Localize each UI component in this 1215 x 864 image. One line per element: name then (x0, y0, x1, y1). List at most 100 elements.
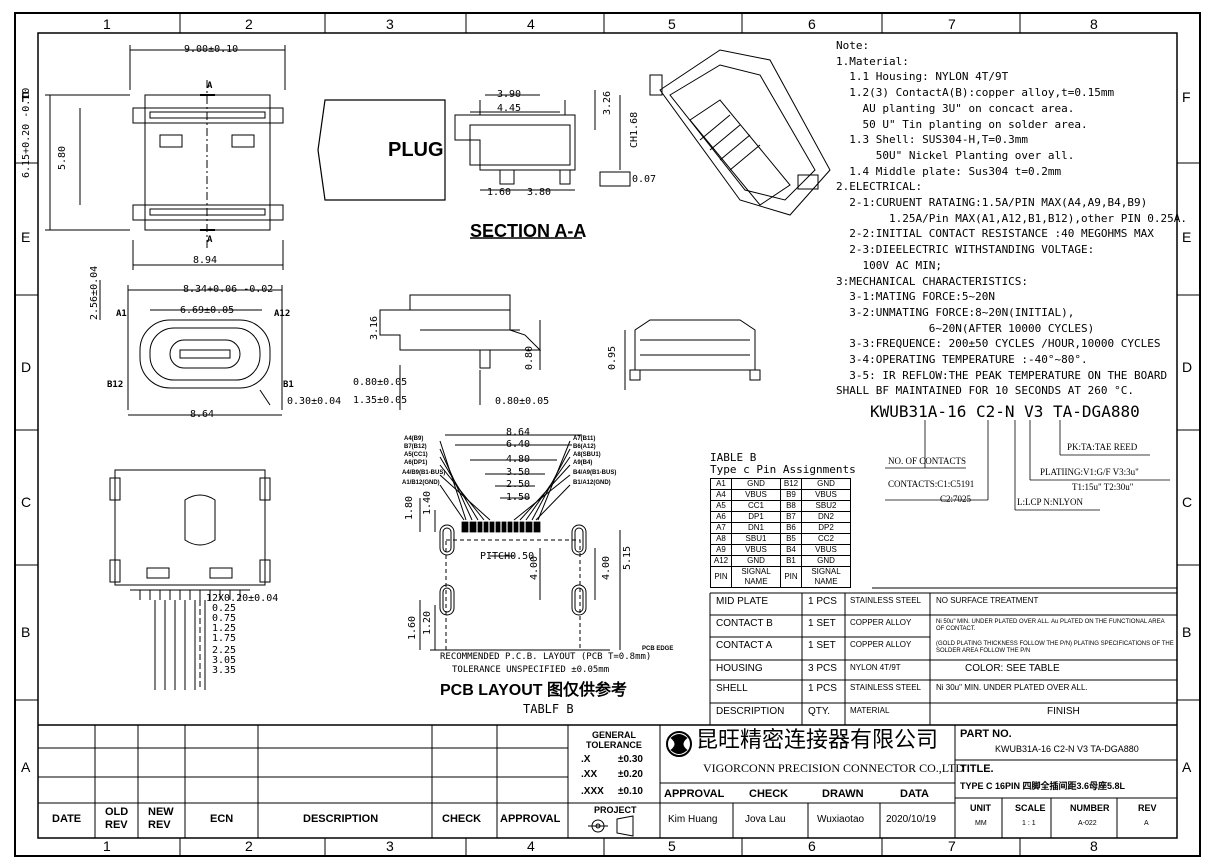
zone-col-3: 3 (386, 16, 394, 32)
pcb-dim-640: 6.40 (506, 439, 531, 450)
section-mark-a-top: A (207, 81, 213, 91)
bom-cell: 1 SET (808, 640, 836, 651)
dim-section-445: 4.45 (497, 103, 522, 114)
pin-table-cell: VBUS (801, 489, 851, 501)
pin-table-cell: CC2 (801, 533, 851, 545)
pin-table-cell: A9 (710, 544, 732, 556)
approval-label: APPROVAL (664, 788, 725, 800)
pcb-right-label-1: A7(B11) (573, 436, 596, 442)
pin-table-cell: SIGNAL NAME (731, 566, 781, 588)
part-code-lcp: L:LCP N:NLYON (1017, 497, 1084, 507)
pcb-tablf: TABLF B (523, 702, 574, 716)
dim-side-080v: 0.80 (524, 345, 535, 370)
dim-bottom-025: 0.25 (212, 603, 237, 614)
dim-section-326: 3.26 (602, 90, 613, 115)
pin-table-cell: GND (731, 478, 781, 490)
rev-header-date: DATE (52, 813, 82, 825)
pcb-dim-480: 4.80 (506, 454, 531, 465)
zone-col-3-bottom: 3 (386, 838, 394, 854)
dim-width-894: 8.94 (193, 255, 218, 266)
dim-bottom-125: 1.25 (212, 623, 237, 634)
dim-bottom-335: 3.35 (212, 665, 237, 676)
dim-section-ch168: CH1.68 (629, 111, 640, 148)
bom-cell: DESCRIPTION (716, 706, 785, 717)
pin-table-cell: DP1 (731, 511, 781, 523)
bottom-view (109, 469, 271, 690)
approval-name: Kim Huang (668, 814, 718, 825)
pin-table-cell: SIGNAL NAME (801, 566, 851, 588)
note-line: 2.ELECTRICAL: (836, 180, 923, 194)
pin-table-cell: A7 (710, 522, 732, 534)
zone-col-2-bottom: 2 (245, 838, 253, 854)
part-code-leaders (885, 420, 1170, 511)
pin-table-cell: SBU1 (731, 533, 781, 545)
pcb-dim-180: 1.80 (404, 495, 415, 520)
company-name-cn: 昆旺精密连接器有限公司 (696, 727, 939, 752)
pcb-tolerance-note: TOLERANCE UNSPECIFIED ±0.05mm (452, 665, 610, 675)
top-view (45, 45, 286, 270)
bom-cell: HOUSING (716, 663, 763, 674)
pin-table-cell: B1 (780, 555, 802, 567)
bom-cell: MID PLATE (716, 596, 769, 607)
tol-xxx: .XXX (581, 786, 604, 797)
section-title: SECTION A-A (470, 221, 587, 241)
dim-side-080a: 0.80±0.05 (353, 377, 408, 388)
pin-table-subtitle: Type c Pin Assignments (710, 463, 856, 476)
zone-col-7-bottom: 7 (948, 838, 956, 854)
dim-height-580: 5.80 (57, 145, 68, 170)
zone-col-2: 2 (245, 16, 253, 32)
dim-width-864: 8.64 (190, 409, 215, 420)
rev-header-approval: APPROVAL (500, 813, 561, 825)
note-line: 1.2(3) ContactA(B):copper alloy,t=0.15mm (836, 86, 1115, 100)
bom-cell: 1 PCS (808, 596, 837, 607)
dim-end-095: 0.95 (607, 345, 618, 370)
tolerance-label: TOLERANCE (586, 740, 642, 750)
data-label: DATA (900, 788, 929, 800)
check-label: CHECK (749, 788, 789, 800)
bom-cell: NO SURFACE TREATMENT (936, 596, 1039, 605)
pin-table-cell: B6 (780, 522, 802, 534)
rev-header-description: DESCRIPTION (303, 813, 379, 825)
check-name: Jova Lau (745, 814, 786, 825)
tol-xx: .XX (581, 769, 598, 780)
dim-width-834: 8.34+0.06 -0.02 (183, 284, 274, 295)
zone-col-6-bottom: 6 (808, 838, 816, 854)
zone-row-f: F (21, 89, 30, 105)
zone-col-5-bottom: 5 (668, 838, 676, 854)
note-line: SHALL BF MAINTAINED FOR 10 SECONDS AT 26… (836, 384, 1135, 398)
pin-table-cell: B4 (780, 544, 802, 556)
pcb-left-label-1: A4(B9) (404, 436, 424, 442)
bom-cell: STAINLESS STEEL (850, 683, 921, 692)
zone-row-b-right: B (1182, 624, 1192, 640)
pin-table-cell: DP2 (801, 522, 851, 534)
note-line: 50U" Nickel Planting over all. (836, 148, 1075, 162)
zone-row-a: A (21, 759, 31, 775)
pin-table-cell: A5 (710, 500, 732, 512)
bom-cell: STAINLESS STEEL (850, 596, 921, 605)
zone-col-1-bottom: 1 (103, 838, 111, 854)
part-no-value: KWUB31A-16 C2-N V3 TA-DGA880 (995, 744, 1139, 754)
drawn-name: Wuxiaotao (817, 814, 865, 825)
dim-width-669: 6.69±0.05 (180, 305, 235, 316)
tol-x: .X (581, 754, 591, 765)
pin-table-cell: DN2 (801, 511, 851, 523)
pin-table-cell: DN1 (731, 522, 781, 534)
bom-cell: Ni 50u" MIN. UNDER PLATED OVER ALL. Au P… (936, 619, 1165, 632)
zone-col-8-bottom: 8 (1090, 838, 1098, 854)
dim-thickness-030: 0.30±0.04 (287, 396, 342, 407)
dim-height-256: 2.56±0.04 (89, 265, 100, 320)
part-code-contacts-2: C2:7025 (940, 494, 972, 504)
drawing-date: 2020/10/19 (886, 814, 937, 825)
tol-xxx-val: ±0.10 (618, 786, 643, 797)
rev-header-new: NEW (148, 806, 174, 818)
general-label: GENERAL (592, 730, 637, 740)
number-label: NUMBER (1070, 803, 1110, 813)
note-line: 3-2:UNMATING FORCE:8~20N(INITIAL), (836, 305, 1075, 319)
iso-view (649, 49, 831, 216)
dim-section-390: 3.90 (497, 89, 522, 100)
